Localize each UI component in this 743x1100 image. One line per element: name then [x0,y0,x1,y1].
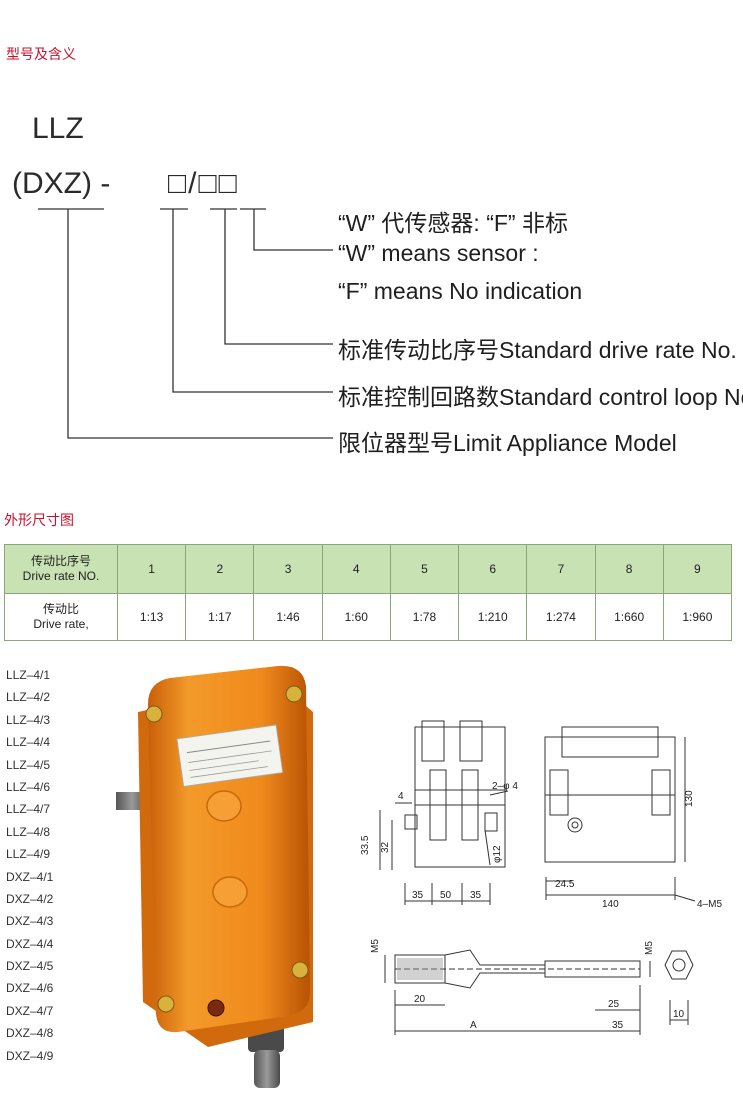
dim-4-m5: 4–M5 [697,899,722,910]
dim-m5-right: M5 [644,941,655,955]
list-item: DXZ–4/3 [6,914,54,929]
list-item: LLZ–4/6 [6,779,51,794]
dim-dia12: φ12 [492,845,503,863]
table-cell: 9 [662,544,733,594]
header-drive-rate-no-cn: 传动比序号 [30,554,91,568]
list-item: LLZ–4/9 [6,847,51,862]
dim-32: 32 [380,841,391,853]
list-item: DXZ–4/9 [6,1048,54,1063]
dim-25: 25 [608,999,620,1010]
table-row: 传动比 Drive rate, 1:13 1:17 1:46 1:60 1:78… [4,593,733,641]
list-item: DXZ–4/8 [6,1026,54,1041]
list-item: LLZ–4/8 [6,824,51,839]
dim-10: 10 [673,1009,685,1020]
nameplate [176,724,284,787]
header-drive-rate-cn: 传动比 [42,602,79,616]
table-cell: 1 [116,544,187,594]
dimension-drawing: 33.5 32 4 2–φ 4 φ12 35 50 35 130 24.5 14… [360,720,722,1035]
list-item: LLZ–4/5 [6,757,51,772]
table-cell: 1:960 [662,593,733,641]
model-line-dxz: (DXZ) - [12,167,111,200]
table-cell: 8 [594,544,664,594]
dim-130: 130 [684,790,695,807]
list-item: DXZ–4/5 [6,959,54,974]
list-item: LLZ–4/1 [6,668,51,682]
dim-35-shaft: 35 [612,1020,624,1031]
table-cell: 2 [185,544,255,594]
list-item: DXZ–4/1 [6,869,54,884]
dim-a: A [470,1020,477,1031]
list-item: DXZ–4/7 [6,1003,54,1018]
list-item: LLZ–4/4 [6,735,51,750]
dim-m5-left: M5 [370,939,381,953]
table-cell: 1:78 [389,593,460,641]
table-cell: 6 [458,544,528,594]
dim-140: 140 [602,899,619,910]
hex-nut [664,950,694,980]
header-drive-rate-no-en: Drive rate NO. [22,569,100,583]
device-body [148,665,310,1033]
dim-35-b: 35 [470,890,482,901]
desc-drive-rate-no: 标准传动比序号Standard drive rate No. [338,337,737,363]
list-item: LLZ–4/7 [6,802,51,817]
table-row: 传动比序号 Drive rate NO. 1 2 3 4 5 6 7 8 9 [4,544,733,594]
list-item: LLZ–4/2 [6,690,51,705]
model-code-template: □/□□ [168,167,239,200]
table-cell: 1:46 [253,593,323,641]
product-photo [108,652,333,1097]
drive-rate-table: 传动比序号 Drive rate NO. 1 2 3 4 5 6 7 8 9 传… [4,544,733,641]
desc-w-sensor: “W” means sensor : [338,240,539,266]
list-item: DXZ–4/2 [6,891,54,906]
table-cell: 1:60 [321,593,391,641]
table-cell: 1:660 [594,593,664,641]
header-drive-rate-en: Drive rate, [33,617,89,631]
dim-20: 20 [414,994,426,1005]
desc-control-loop-no: 标准控制回路数Standard control loop No. [338,384,743,410]
table-header-cell: 传动比 Drive rate, [4,593,118,641]
list-item: DXZ–4/6 [6,981,54,996]
dim-holes: 2–φ 4 [492,781,518,792]
table-header-cell: 传动比序号 Drive rate NO. [4,544,118,594]
table-cell: 7 [526,544,596,594]
table-cell: 4 [321,544,391,594]
desc-f-no-indication: “F” means No indication [338,278,583,304]
desc-w-f-cn: “W” 代传感器: “F” 非标 [338,210,568,236]
side-view-outline [544,736,676,863]
dim-35-a: 35 [412,890,424,901]
dim-33-5: 33.5 [360,835,371,855]
model-list: LLZ–4/1 LLZ–4/2 LLZ–4/3 LLZ–4/4 LLZ–4/5 … [6,664,53,1067]
model-line-llz: LLZ [32,112,84,145]
desc-limit-model: 限位器型号Limit Appliance Model [338,430,677,456]
dim-50: 50 [440,890,452,901]
section-title-dimensions: 外形尺寸图 [4,513,74,529]
list-item: LLZ–4/3 [6,712,51,727]
model-diagram-lines [38,208,333,439]
table-cell: 1:13 [116,593,187,641]
table-cell: 1:274 [526,593,596,641]
list-item: DXZ–4/4 [6,936,54,951]
section-title-model-meaning: 型号及含义 [6,47,76,63]
table-cell: 5 [389,544,460,594]
table-cell: 3 [253,544,323,594]
dim-4: 4 [398,791,404,802]
table-cell: 1:210 [458,593,528,641]
dim-24-5: 24.5 [555,879,575,890]
table-cell: 1:17 [185,593,255,641]
